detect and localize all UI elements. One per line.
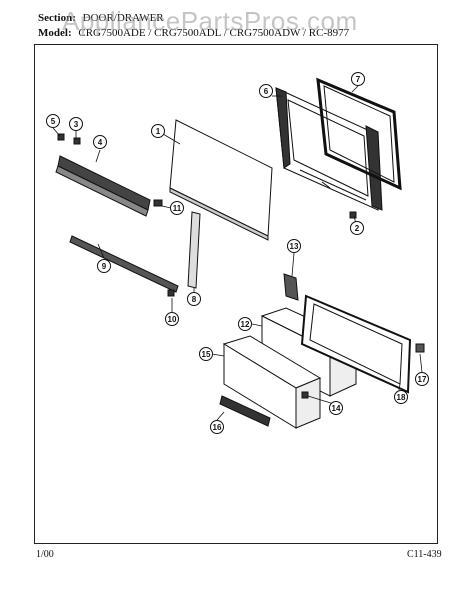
leader-lines xyxy=(52,85,423,421)
callout-label: 10 xyxy=(168,315,177,324)
part-side-channel xyxy=(187,211,201,289)
callout-13: 13 xyxy=(287,239,301,253)
callout-label: 16 xyxy=(213,423,222,432)
callout-17: 17 xyxy=(415,372,429,386)
callout-12: 12 xyxy=(238,317,252,331)
part-screw-14 xyxy=(301,391,309,399)
model-line: Model: CRG7500ADE / CRG7500ADL / CRG7500… xyxy=(38,27,349,40)
callout-16: 16 xyxy=(210,420,224,434)
footer-code: C11-439 xyxy=(407,549,442,560)
callout-14: 14 xyxy=(329,401,343,415)
callout-11: 11 xyxy=(170,201,184,215)
callout-label: 3 xyxy=(74,120,79,129)
section-label: Section: xyxy=(38,12,76,24)
callout-label: 15 xyxy=(202,350,211,359)
callout-label: 12 xyxy=(241,320,250,329)
part-bracket-11 xyxy=(153,199,163,207)
callout-label: 17 xyxy=(418,375,427,384)
callout-15: 15 xyxy=(199,347,213,361)
callout-label: 4 xyxy=(98,138,103,147)
part-door-trim xyxy=(57,155,151,211)
callout-10: 10 xyxy=(165,312,179,326)
callout-6: 6 xyxy=(259,84,273,98)
callout-label: 13 xyxy=(290,242,299,251)
callout-8: 8 xyxy=(187,292,201,306)
footer-date: 1/00 xyxy=(36,549,54,560)
callout-7: 7 xyxy=(351,72,365,86)
callout-1: 1 xyxy=(151,124,165,138)
model-label: Model: xyxy=(38,27,72,39)
callout-label: 8 xyxy=(192,295,197,304)
part-screw-5 xyxy=(57,133,65,141)
callout-4: 4 xyxy=(93,135,107,149)
part-screw-10 xyxy=(167,289,175,297)
part-glass-panel xyxy=(169,119,273,237)
callout-18: 18 xyxy=(394,390,408,404)
callout-9: 9 xyxy=(97,259,111,273)
part-clip-3 xyxy=(73,137,81,145)
part-door-gasket xyxy=(316,77,402,191)
part-hinge-bracket xyxy=(283,273,299,301)
part-clip-17 xyxy=(415,343,425,353)
part-inner-door-frame xyxy=(275,87,383,211)
diagram-header: Section: DOOR/DRAWER Model: CRG7500ADE /… xyxy=(38,12,418,46)
callout-label: 7 xyxy=(356,75,361,84)
model-value: CRG7500ADE / CRG7500ADL / CRG7500ADW / R… xyxy=(78,27,350,39)
part-drawer-front xyxy=(300,294,412,394)
callout-label: 6 xyxy=(264,87,269,96)
section-value: DOOR/DRAWER xyxy=(82,12,164,24)
callout-label: 14 xyxy=(332,404,341,413)
part-screw-2 xyxy=(349,211,357,219)
part-door-strip xyxy=(69,235,179,293)
part-drawer-body xyxy=(222,335,322,429)
callout-label: 2 xyxy=(355,224,360,233)
diagram-frame xyxy=(34,44,438,544)
callout-2: 2 xyxy=(350,221,364,235)
callout-5: 5 xyxy=(46,114,60,128)
callout-label: 1 xyxy=(156,127,161,136)
callout-label: 5 xyxy=(51,117,56,126)
callout-label: 9 xyxy=(102,262,107,271)
callout-label: 18 xyxy=(397,393,406,402)
part-drawer-slide xyxy=(219,395,271,427)
section-line: Section: DOOR/DRAWER xyxy=(38,12,164,25)
callout-label: 11 xyxy=(173,204,182,213)
callout-3: 3 xyxy=(69,117,83,131)
